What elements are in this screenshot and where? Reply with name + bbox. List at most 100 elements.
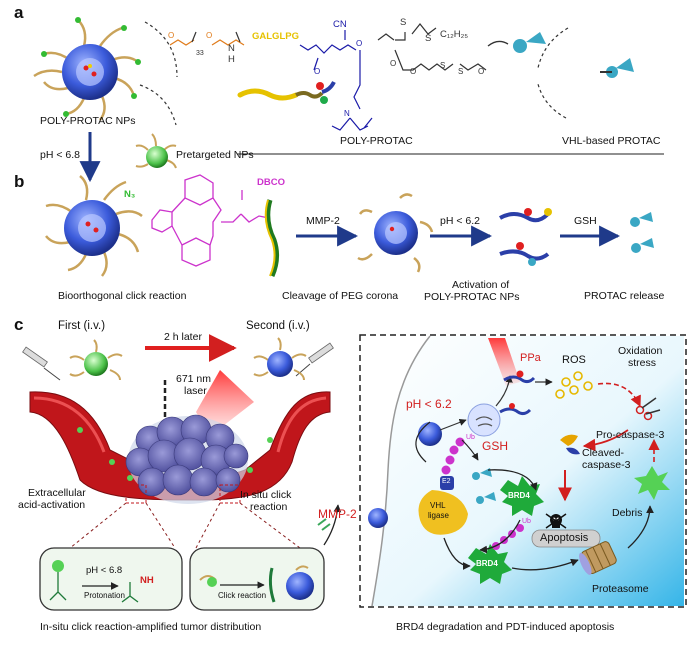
panel-label-b: b [14,172,25,191]
inset-click-label: Click reaction [218,591,267,600]
debris-label: Debris [612,507,643,519]
ub-chain-upper [441,437,465,475]
arrow-label-ph: pH < 6.2 [440,215,480,227]
chem-cn: CN [333,19,347,30]
e2-block [440,476,454,490]
np-polyprotac-a [33,17,141,121]
tumor-mass [125,414,249,504]
cleaved-line-2: caspase-3 [582,459,631,471]
ros-label: ROS [562,354,586,366]
inset-ph: pH < 6.8 [86,565,123,576]
left-caption-c: In-situ click reaction-amplified tumor d… [40,621,262,633]
arrow-label-gsh: GSH [574,215,597,227]
chem-n: N [228,43,235,54]
chem-n2: N [344,109,350,118]
apoptosis-label: Apoptosis [540,532,589,544]
pretargeted-caption: Pretargeted NPs [176,149,254,161]
ppa-label: PPa [520,352,541,364]
dbco-structure [151,174,270,267]
chem-o7: O [478,67,485,76]
np-click-b [45,175,143,277]
skull-icon [545,513,567,529]
pretargeted-np [135,133,177,169]
chem-o5: O [390,59,397,68]
protac-inside [472,468,496,504]
gsh-cell-label: GSH [482,439,509,453]
chem-s1: S [400,17,407,28]
laser-line-2: laser [184,385,207,397]
chem-h: H [228,54,235,65]
zoom-curve-right2 [537,83,567,119]
laser-line-1: 671 nm [176,373,212,385]
first-np [69,339,123,381]
panel-label-c: c [14,315,24,334]
entering-np [368,508,388,528]
n3-label: N₃ [124,189,136,200]
debris-burst [634,466,670,500]
vhl-protac-caption: VHL-based PROTAC [562,135,661,147]
zoom-curve-left2 [139,84,177,126]
chem-o1: O [168,31,175,40]
inset-protonation-label: Protonation [84,591,125,600]
peptide-sequence: GALGLPG [252,31,299,42]
ppa-chain [503,375,536,384]
zoom-curve-left [144,21,178,78]
ub-label-lower: Ub [522,518,531,525]
panel-label-a: a [14,3,24,22]
arrow-label-mmp2: MMP-2 [306,215,340,227]
procaspase-label: Pro-caspase-3 [596,429,665,441]
apoptosis-pill [531,529,601,548]
endosome [467,403,501,437]
caption-activation-2: POLY-PROTAC NPs [424,291,520,303]
np-caption: POLY-PROTAC NPs [40,115,136,127]
cell-body [372,336,684,606]
insitu-line-1: In situ click [240,489,292,501]
dbco-label: DBCO [257,177,285,188]
ph-cell-label: pH < 6.2 [406,397,452,411]
proteasome-label: Proteasome [592,583,649,595]
inset-left-graphics [49,560,139,603]
ph-condition-a: pH < 6.8 [40,149,80,161]
chem-s2: S [425,33,432,44]
chem-o3: O [314,67,321,76]
chem-s3: S [440,61,446,70]
chem-c12h25: C₁₂H₂₅ [440,29,469,40]
time-delay: 2 h later [164,331,202,343]
chem-sub33: 33 [196,50,204,57]
endosome-np [418,422,442,446]
brd4-star-lower [468,544,512,584]
polyprotac-cartoon [237,81,336,104]
chem-o4: O [356,39,363,48]
polyprotac-caption: POLY-PROTAC [340,135,413,147]
oxidation-line-1: Oxidation [618,345,663,357]
vhl-ligase [418,490,468,535]
second-injection: Second (i.v.) [246,320,310,332]
second-np [253,337,307,381]
caption-activation-1: Activation of [452,279,510,291]
proteasome-icon [579,541,617,575]
inset-nh: NH [140,575,154,586]
polyprotac-structure [169,23,487,131]
oxidation-line-2: stress [628,357,657,369]
ub-label-upper: Ub [466,434,475,441]
scissors-icon [635,397,661,421]
vhl-line-2: ligase [428,511,449,520]
chem-s4: S [458,67,464,76]
first-injection: First (i.v.) [58,320,106,332]
peg-chain-b [265,199,280,278]
extracellular-line-2: acid-activation [18,499,86,511]
activated-chains-b [499,208,552,266]
ros-circles [555,371,593,399]
mmp2-label: MMP-2 [318,507,357,521]
green-np-dots [77,427,273,481]
inset-protonation [39,547,183,611]
zoom-box-right [219,484,241,504]
chem-o6: O [410,67,417,76]
zoom-box-left [125,484,147,504]
vhl-line-1: VHL [430,501,446,510]
protac-molecule-a [487,32,634,78]
e2-label: E2 [442,478,451,485]
right-caption-c: BRD4 degradation and PDT-induced apoptos… [396,621,615,633]
inset-right-graphics [199,565,314,603]
